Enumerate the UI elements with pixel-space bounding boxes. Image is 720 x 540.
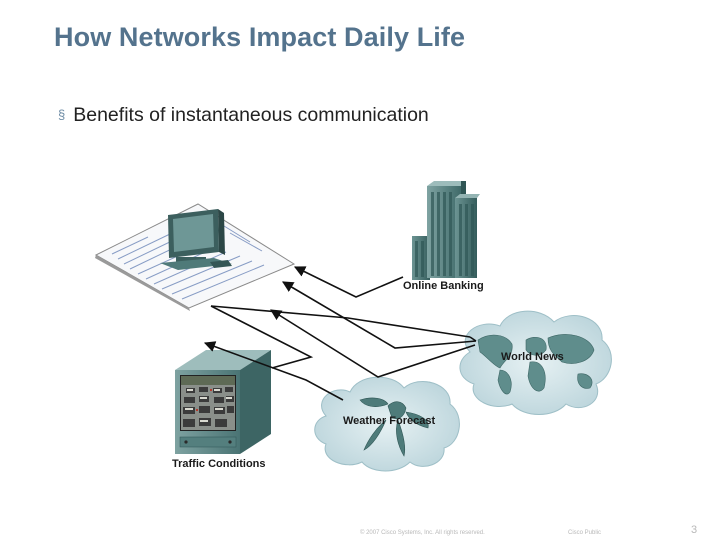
traffic-conditions-label: Traffic Conditions [172,458,266,470]
traffic-camera-cabinet-icon [175,350,271,454]
weather-forecast-label: Weather Forecast [343,415,435,427]
footer-classification: Cisco Public [568,530,601,536]
news-link-upper [211,306,470,337]
footer-copyright: © 2007 Cisco Systems, Inc. All rights re… [360,530,485,536]
page-number: 3 [691,524,697,536]
bank-buildings-icon [412,181,480,280]
traffic-image [181,376,235,430]
online-banking-label: Online Banking [403,280,484,292]
web-page-computer-icon [95,204,294,311]
world-news-label: World News [501,351,564,363]
arrow-banking-to-web [295,267,403,297]
